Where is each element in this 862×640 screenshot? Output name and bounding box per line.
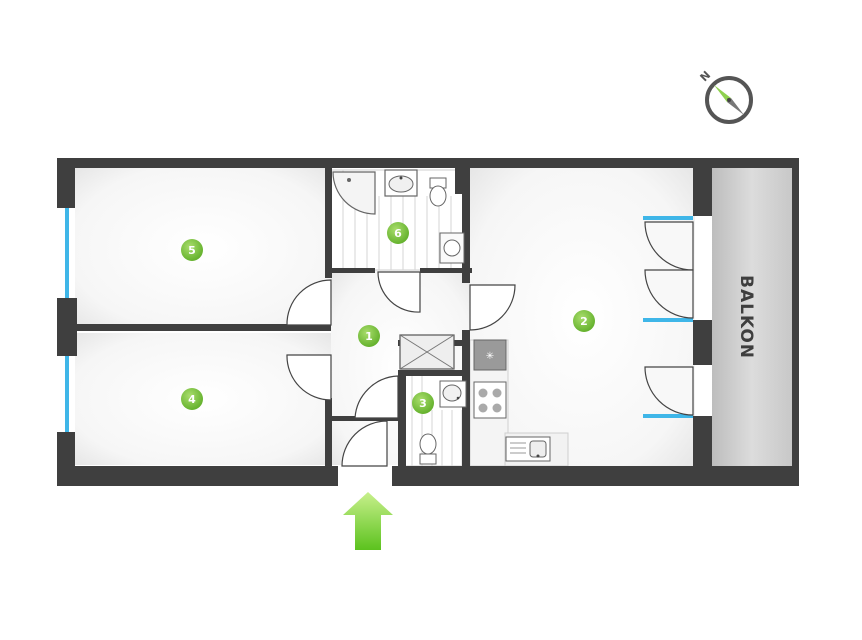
room-marker-2: 2 — [573, 310, 595, 332]
toilet-icon — [419, 433, 437, 465]
room-number-4: 4 — [188, 393, 196, 406]
room-5-floor — [75, 168, 331, 328]
door-bathroom-6 — [377, 271, 421, 313]
room-number-3: 3 — [419, 397, 427, 410]
door-entrance — [341, 420, 388, 467]
washing-machine-icon — [439, 232, 465, 264]
entrance-arrow-icon — [343, 492, 393, 550]
shower-icon — [332, 171, 376, 215]
room-marker-4: 4 — [181, 388, 203, 410]
door-bathroom-3 — [354, 375, 399, 419]
svg-text:✳: ✳ — [486, 351, 494, 362]
windows — [65, 208, 693, 432]
balcony-label: BALKON — [736, 275, 756, 359]
washbasin-icon — [384, 169, 418, 197]
door-room-4 — [286, 354, 332, 401]
closet-icon — [399, 334, 455, 370]
room-number-5: 5 — [188, 244, 196, 257]
room-marker-6: 6 — [387, 222, 409, 244]
room-marker-3: 3 — [412, 392, 434, 414]
toilet-icon — [429, 177, 447, 207]
door-balcony-2a — [644, 366, 694, 416]
doors — [286, 221, 694, 467]
room-number-1: 1 — [365, 330, 373, 343]
room-number-2: 2 — [580, 315, 588, 328]
room-marker-5: 5 — [181, 239, 203, 261]
compass-icon: N — [697, 68, 753, 124]
door-room-5 — [286, 279, 332, 326]
door-balcony-1b — [644, 269, 694, 319]
fridge-icon: ✳ — [473, 339, 507, 371]
washbasin-icon — [439, 380, 467, 408]
room-markers: 5 4 6 1 3 2 — [181, 222, 595, 414]
room-number-6: 6 — [394, 227, 402, 240]
door-room-2 — [469, 284, 516, 331]
stove-icon — [473, 381, 507, 419]
compass-north-label: N — [697, 68, 713, 84]
kitchen-sink-icon — [505, 436, 551, 462]
room-marker-1: 1 — [358, 325, 380, 347]
balcony-floor — [712, 168, 792, 466]
